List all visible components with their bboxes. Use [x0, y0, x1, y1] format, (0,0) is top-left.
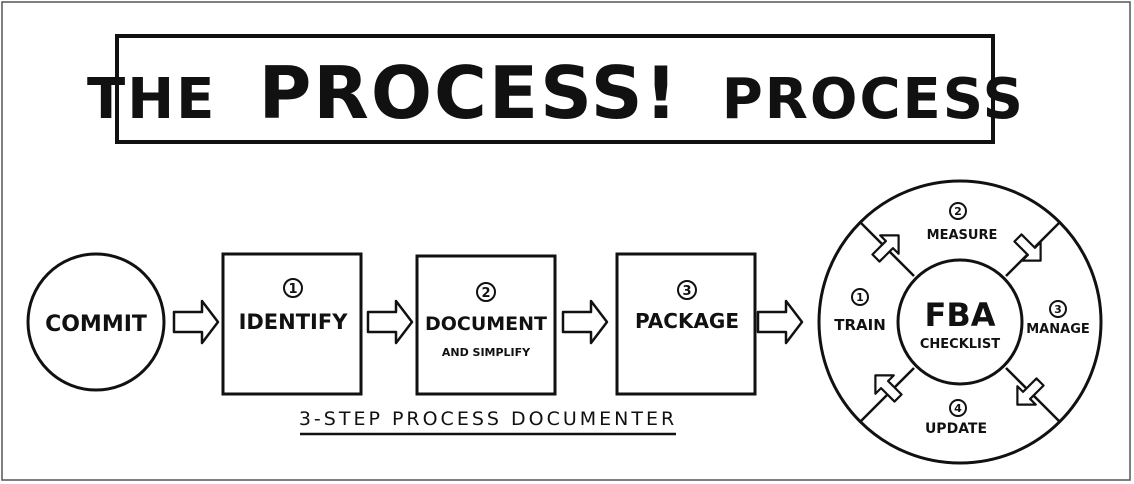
arrow-document-to-package — [561, 299, 609, 345]
stage-number: 1 — [856, 291, 864, 304]
arrow-identify-to-document — [366, 299, 414, 345]
commit-label: COMMIT — [45, 312, 147, 337]
stage-number: 2 — [954, 205, 962, 218]
step-sublabel: AND SIMPLIFY — [442, 346, 531, 359]
cycle-arrow-update-to-train — [874, 374, 903, 403]
title-word-process-exclaim: PROCESS! — [259, 51, 680, 135]
cycle-arrow-manage-to-update — [1016, 377, 1045, 406]
center-title: FBA — [924, 296, 995, 334]
step-number: 2 — [481, 286, 490, 301]
step-package: 3 PACKAGE — [615, 252, 757, 396]
step-label: PACKAGE — [635, 309, 739, 333]
step-identify: 1 IDENTIFY — [221, 252, 363, 396]
step-number: 3 — [682, 284, 691, 299]
cycle-center — [896, 258, 1024, 386]
stage-number: 4 — [954, 402, 962, 415]
step-number-badge — [476, 282, 496, 302]
arrow-commit-to-identify — [172, 299, 220, 345]
stage-number-badge — [851, 288, 869, 306]
step-number-badge — [677, 280, 697, 300]
step-number: 1 — [288, 282, 297, 297]
title-box: THE PROCESS! PROCESS — [87, 34, 1025, 144]
title-text: THE PROCESS! PROCESS — [87, 51, 1025, 135]
arrow-package-to-cycle — [756, 299, 804, 345]
fba-cycle: FBA CHECKLIST 2 MEASURE 1 TRAIN 3 MANAGE… — [817, 179, 1103, 465]
step-label: IDENTIFY — [239, 310, 349, 334]
step-number-badge — [283, 278, 303, 298]
documenter-caption: 3-STEP PROCESS DOCUMENTER — [299, 408, 677, 436]
stage-number-badge — [1049, 300, 1067, 318]
title-word-process: PROCESS — [722, 67, 1025, 132]
stage-number: 3 — [1054, 303, 1062, 316]
stage-label-measure: MEASURE — [927, 228, 998, 243]
stage-number-badge — [949, 399, 967, 417]
title-word-the: THE — [87, 67, 216, 132]
cycle-arrow-measure-to-manage — [1013, 233, 1042, 262]
flow-arrows — [172, 299, 804, 345]
center-subtitle: CHECKLIST — [920, 337, 1000, 352]
cycle-outer-ring — [817, 179, 1103, 465]
cycle-arrows — [871, 233, 1045, 406]
stage-number-badge — [949, 202, 967, 220]
stage-label-train: TRAIN — [834, 316, 886, 334]
cycle-arrow-train-to-measure — [871, 234, 900, 263]
stage-label-manage: MANAGE — [1026, 322, 1090, 337]
documenter-label: 3-STEP PROCESS DOCUMENTER — [299, 408, 677, 430]
step-label: DOCUMENT — [425, 313, 547, 335]
step-document: 2 DOCUMENT AND SIMPLIFY — [415, 254, 557, 396]
commit-node: COMMIT — [26, 252, 166, 392]
stage-label-update: UPDATE — [925, 421, 987, 437]
